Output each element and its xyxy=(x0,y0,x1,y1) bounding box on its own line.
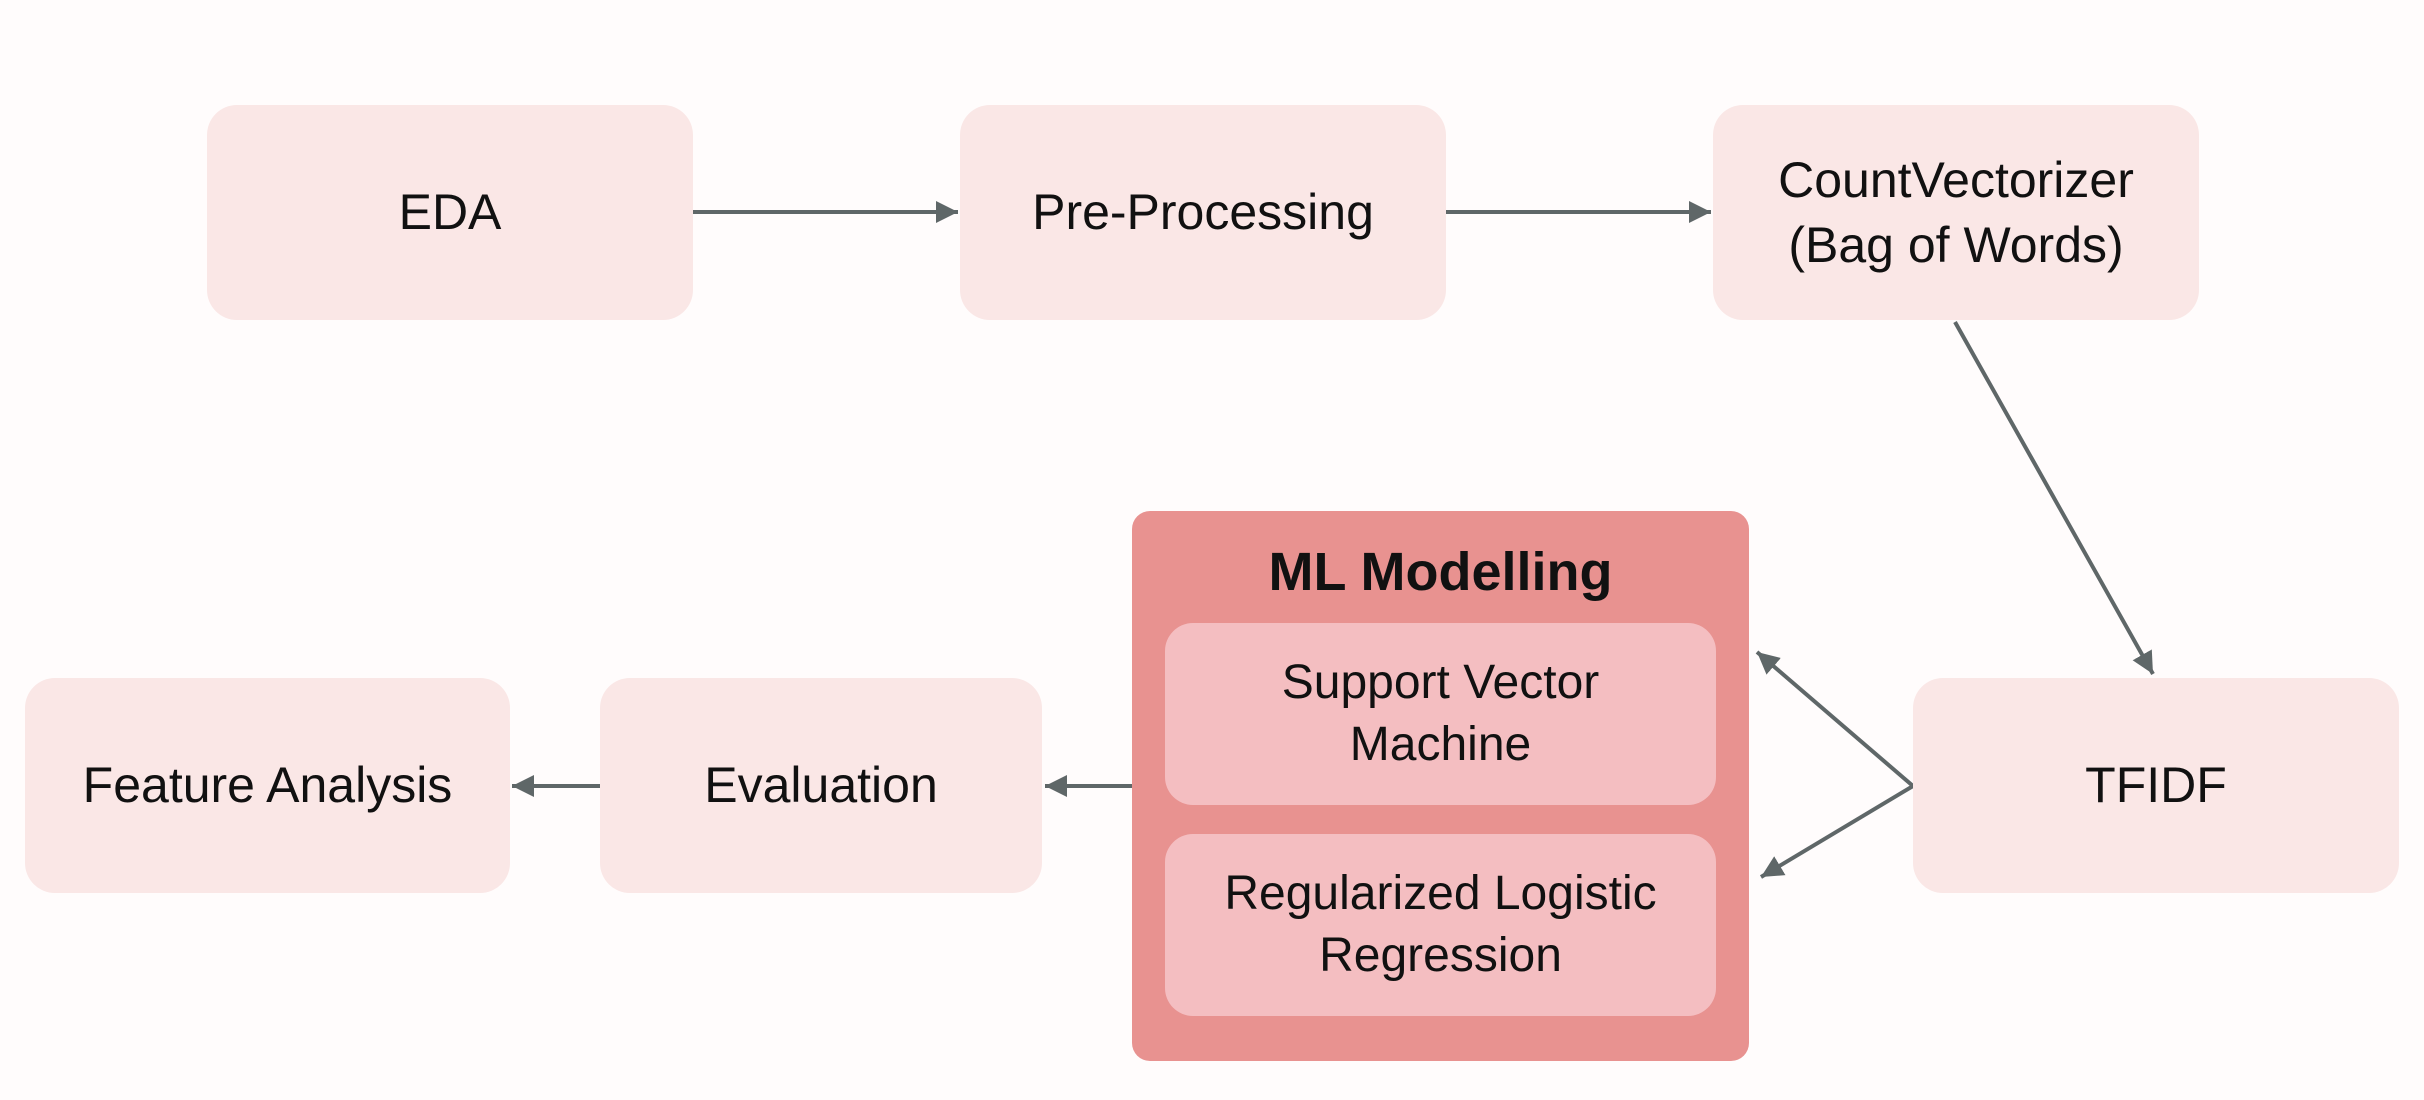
node-tfidf: TFIDF xyxy=(1913,678,2399,893)
ml-modelling-title: ML Modelling xyxy=(1268,542,1613,602)
node-countvectorizer: CountVectorizer (Bag of Words) xyxy=(1713,105,2199,320)
arrow-tfidf-to-svm xyxy=(1755,650,1915,788)
arrow-countvectorizer-to-tfidf xyxy=(1953,321,2155,675)
model-support-vector-machine: Support Vector Machine xyxy=(1165,623,1716,805)
model-regularized-logistic-regression: Regularized Logistic Regression xyxy=(1165,834,1716,1016)
node-evaluation-label: Evaluation xyxy=(704,757,938,813)
node-eda-label: EDA xyxy=(398,184,502,240)
node-feature-analysis: Feature Analysis xyxy=(25,678,510,893)
node-eda: EDA xyxy=(207,105,693,320)
arrow-tfidf-to-logistic-regression xyxy=(1759,784,1915,879)
node-feature-analysis-label: Feature Analysis xyxy=(82,757,453,813)
node-preprocessing-label: Pre-Processing xyxy=(1032,184,1374,240)
node-preprocessing: Pre-Processing xyxy=(960,105,1446,320)
node-countvectorizer-label: CountVectorizer (Bag of Words) xyxy=(1778,151,2134,273)
ml-modelling-group: ML Modelling Support Vector Machine Regu… xyxy=(1132,511,1749,1061)
node-tfidf-label: TFIDF xyxy=(2085,757,2227,813)
model-logistic-regression-label: Regularized Logistic Regression xyxy=(1224,866,1657,982)
model-svm-label: Support Vector Machine xyxy=(1281,655,1600,771)
node-evaluation: Evaluation xyxy=(600,678,1042,893)
